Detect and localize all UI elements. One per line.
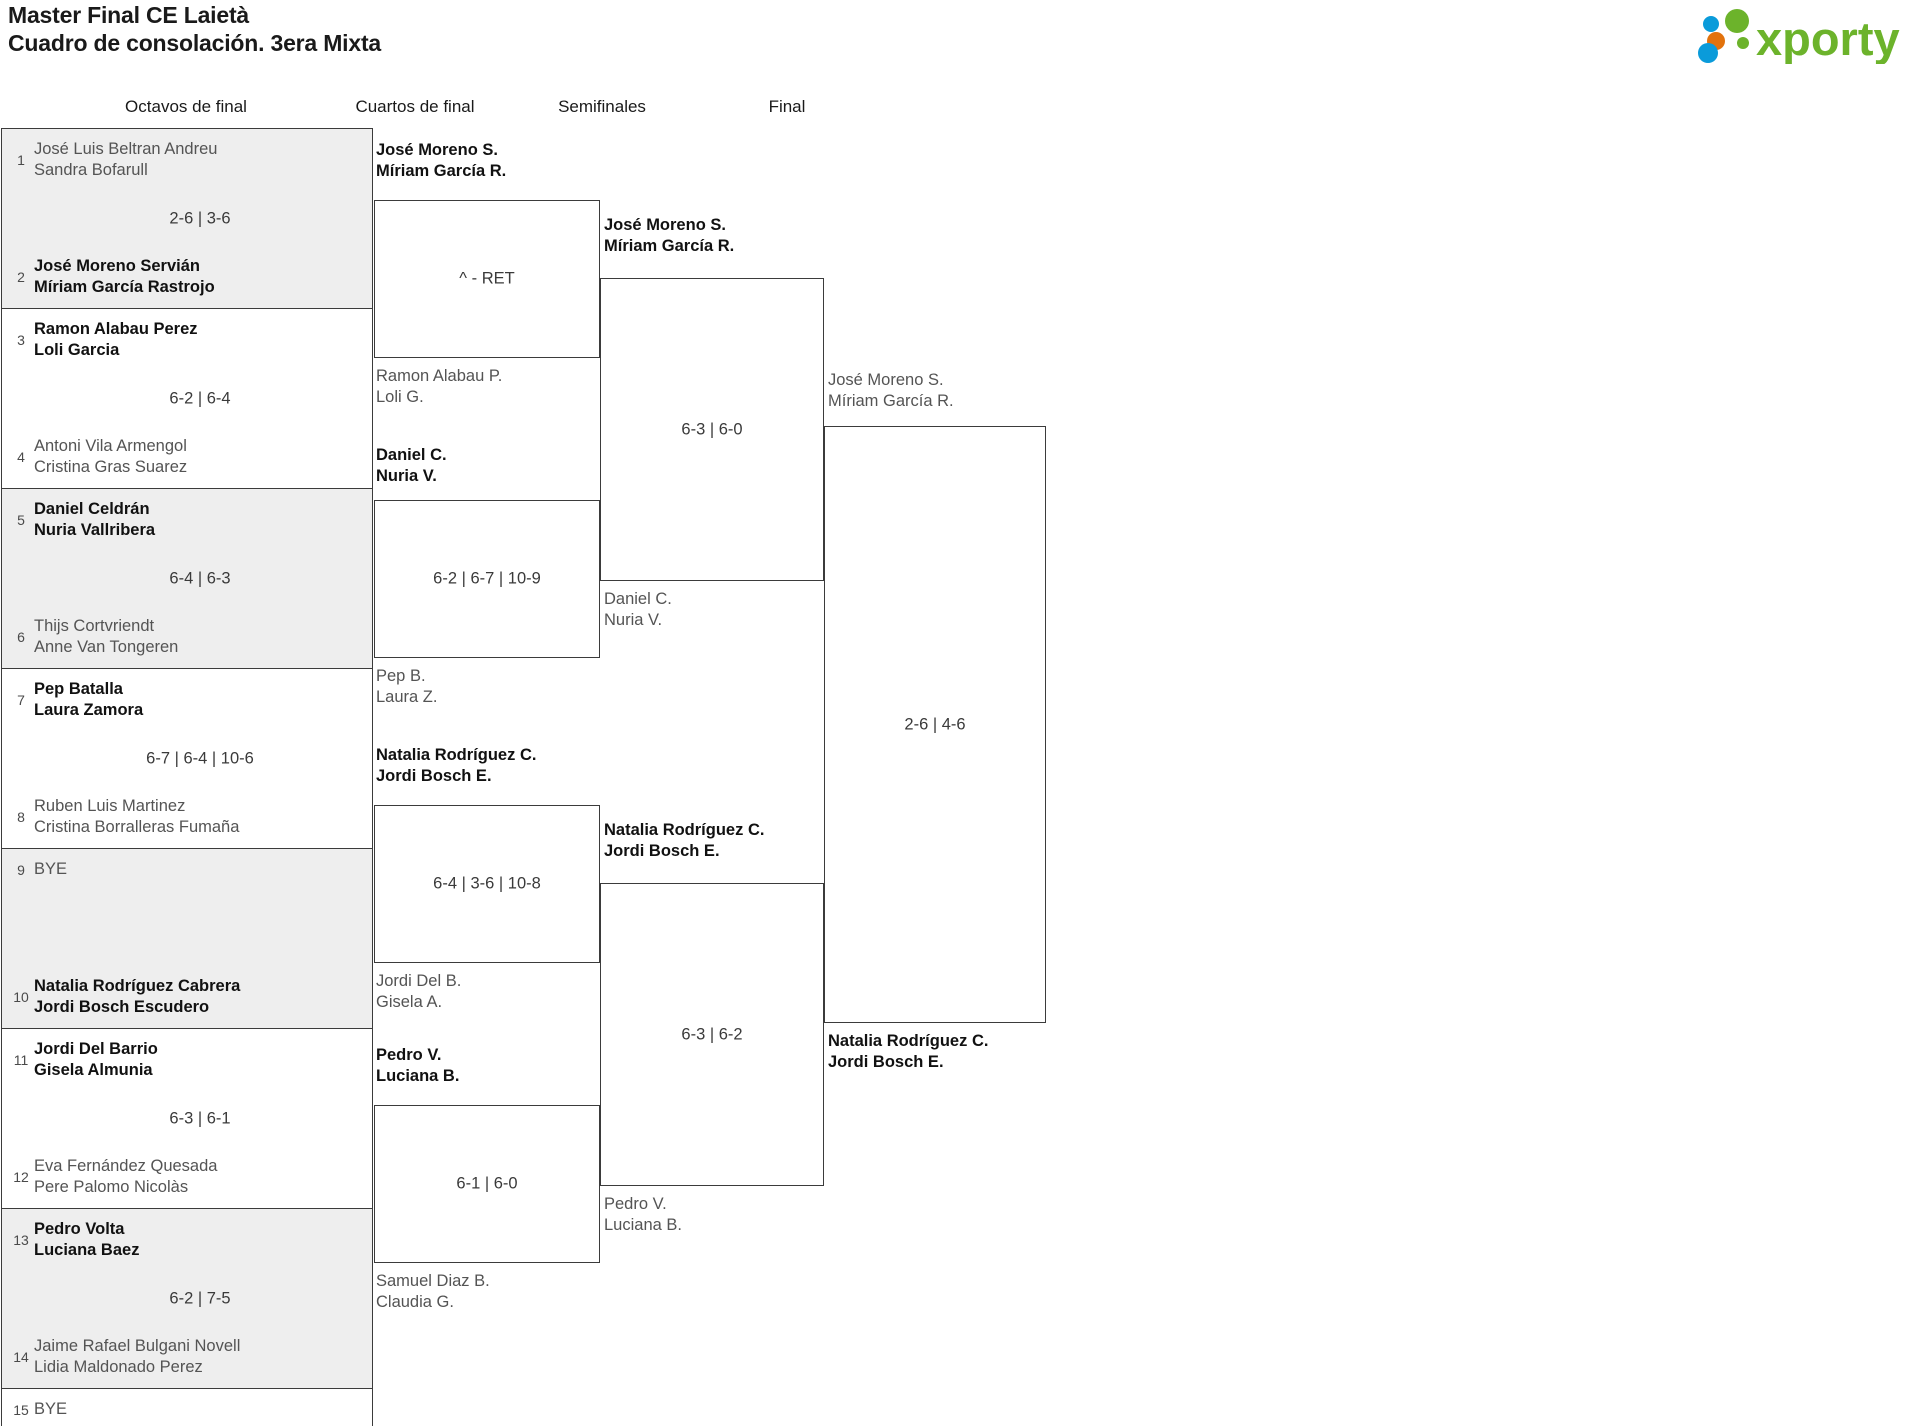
page-title: Master Final CE Laietà Cuadro de consola… xyxy=(8,2,382,56)
team-names: Jaime Rafael Bulgani Novell Lidia Maldon… xyxy=(34,1336,241,1376)
round1-match[interactable]: 1 José Luis Beltran Andreu Sandra Bofarul… xyxy=(2,129,372,309)
team-names: Ramon Alabau Perez Loli Garcia xyxy=(34,320,198,360)
team-names: Eva Fernández Quesada Pere Palomo Nicolà… xyxy=(34,1156,218,1196)
round1-match[interactable]: 7 Pep Batalla Laura Zamora 6-7 | 6-4 | 10-… xyxy=(2,669,372,849)
bracket-connector-box: ^ - RET xyxy=(374,200,600,358)
match-team-bottom[interactable]: 12 Eva Fernández Quesada Pere Palomo Nico… xyxy=(2,1156,372,1198)
match-score: 6-2 | 6-4 xyxy=(169,389,231,407)
round3-team-bottom: Pedro V. Luciana B. xyxy=(604,1195,682,1235)
seed-number: 11 xyxy=(13,1052,29,1069)
xporty-logo: xporty xyxy=(1680,8,1902,64)
round1-match[interactable]: 3 Ramon Alabau Perez Loli Garcia 6-2 | 6-4… xyxy=(2,309,372,489)
seed-number: 2 xyxy=(17,268,25,285)
team-names: Natalia Rodríguez Cabrera Jordi Bosch Es… xyxy=(34,976,241,1016)
match-team-top[interactable]: 5 Daniel Celdrán Nuria Vallribera xyxy=(2,499,372,541)
match-score: 6-3 | 6-0 xyxy=(681,420,743,438)
round1-column: 1 José Luis Beltran Andreu Sandra Bofarul… xyxy=(1,128,373,1426)
team-names: Daniel Celdrán Nuria Vallribera xyxy=(34,500,156,540)
seed-number: 1 xyxy=(17,152,25,169)
team-names: Jordi Del Barrio Gisela Almunia xyxy=(34,1040,158,1080)
round2-team-bottom: Samuel Diaz B. Claudia G. xyxy=(376,1272,490,1312)
seed-number: 12 xyxy=(13,1168,29,1185)
final-team-bottom: Natalia Rodríguez C. Jordi Bosch E. xyxy=(828,1032,989,1072)
match-team-top[interactable]: 1 José Luis Beltran Andreu Sandra Bofarul… xyxy=(2,139,372,181)
match-score: 6-2 | 6-7 | 10-9 xyxy=(433,569,541,588)
team-names: José Moreno Servián Míriam García Rastro… xyxy=(34,256,215,296)
match-score: 6-7 | 6-4 | 10-6 xyxy=(146,749,254,767)
team-names: Pep Batalla Laura Zamora xyxy=(34,680,144,720)
round3-team-bottom: Daniel C. Nuria V. xyxy=(604,590,672,630)
round2-team-top: Daniel C. Nuria V. xyxy=(376,446,447,486)
bracket-connector-box: 6-2 | 6-7 | 10-9 xyxy=(374,500,600,658)
match-score: 2-6 | 4-6 xyxy=(904,715,966,733)
bracket-connector-box: 6-3 | 6-0 xyxy=(600,278,824,581)
seed-number: 5 xyxy=(17,512,25,529)
match-score: 2-6 | 3-6 xyxy=(169,209,231,227)
team-names: Antoni Vila Armengol Cristina Gras Suare… xyxy=(34,436,188,476)
round2-team-bottom: Jordi Del B. Gisela A. xyxy=(376,972,462,1012)
team-names: Ruben Luis Martinez Cristina Borralleras… xyxy=(34,796,240,836)
match-score: ^ - RET xyxy=(459,269,515,288)
seed-number: 7 xyxy=(17,692,25,709)
seed-number: 3 xyxy=(17,332,25,349)
round-heading-semifinales: Semifinales xyxy=(558,97,646,116)
match-team-bottom[interactable]: 6 Thijs Cortvriendt Anne Van Tongeren xyxy=(2,616,372,658)
match-team-top[interactable]: 15 BYE xyxy=(2,1399,372,1420)
match-team-top[interactable]: 13 Pedro Volta Luciana Baez xyxy=(2,1219,372,1261)
round2-team-bottom: Ramon Alabau P. Loli G. xyxy=(376,367,503,407)
match-team-bottom[interactable]: 10 Natalia Rodríguez Cabrera Jordi Bosch … xyxy=(2,976,372,1018)
round1-match[interactable]: 11 Jordi Del Barrio Gisela Almunia 6-3 | 6… xyxy=(2,1029,372,1209)
round2-team-top: Natalia Rodríguez C. Jordi Bosch E. xyxy=(376,746,537,786)
team-names: Thijs Cortvriendt Anne Van Tongeren xyxy=(34,616,179,656)
match-team-bottom[interactable]: 8 Ruben Luis Martinez Cristina Borrallera… xyxy=(2,796,372,838)
seed-number: 13 xyxy=(13,1232,29,1249)
match-team-top[interactable]: 3 Ramon Alabau Perez Loli Garcia xyxy=(2,319,372,361)
round2-team-bottom: Pep B. Laura Z. xyxy=(376,667,438,707)
final-team-top: José Moreno S. Míriam García R. xyxy=(828,371,954,411)
seed-number: 9 xyxy=(17,861,25,878)
bracket-connector-box: 2-6 | 4-6 xyxy=(824,426,1046,1023)
round-heading-cuartos: Cuartos de final xyxy=(355,97,475,116)
bracket-connector-box: 6-1 | 6-0 xyxy=(374,1105,600,1263)
match-score: 6-3 | 6-1 xyxy=(169,1109,231,1127)
match-team-top[interactable]: 11 Jordi Del Barrio Gisela Almunia xyxy=(2,1039,372,1081)
match-score: 6-2 | 7-5 xyxy=(169,1289,231,1307)
match-score: 6-3 | 6-2 xyxy=(681,1025,743,1043)
team-names: BYE xyxy=(34,860,68,878)
round1-match[interactable]: 9 BYE 10 Natalia Rodríguez Cabrera Jordi Bo… xyxy=(2,849,372,1029)
round3-team-top: José Moreno S. Míriam García R. xyxy=(604,216,735,256)
match-score: 6-1 | 6-0 xyxy=(456,1174,518,1193)
round1-match[interactable]: 5 Daniel Celdrán Nuria Vallribera 6-4 | 6-… xyxy=(2,489,372,669)
match-team-top[interactable]: 7 Pep Batalla Laura Zamora xyxy=(2,679,372,721)
match-team-top[interactable]: 9 BYE xyxy=(2,859,372,880)
round1-match[interactable]: 13 Pedro Volta Luciana Baez 6-2 | 7-5 14 Jai… xyxy=(2,1209,372,1389)
round-heading-final: Final xyxy=(768,97,806,116)
round2-team-top: Pedro V. Luciana B. xyxy=(376,1046,460,1086)
seed-number: 14 xyxy=(13,1348,29,1365)
round-heading-octavos: Octavos de final xyxy=(125,97,247,116)
seed-number: 15 xyxy=(13,1401,29,1418)
match-score: 6-4 | 6-3 xyxy=(169,569,231,587)
match-team-bottom[interactable]: 14 Jaime Rafael Bulgani Novell Lidia Mald… xyxy=(2,1336,372,1378)
team-names: José Luis Beltran Andreu Sandra Bofarull xyxy=(34,140,218,180)
team-names: BYE xyxy=(34,1400,68,1418)
round3-team-top: Natalia Rodríguez C. Jordi Bosch E. xyxy=(604,821,765,861)
bracket-connector-box: 6-4 | 3-6 | 10-8 xyxy=(374,805,600,963)
match-team-bottom[interactable]: 2 José Moreno Servián Míriam García Rastr… xyxy=(2,256,372,298)
team-names: Pedro Volta Luciana Baez xyxy=(34,1220,140,1260)
round1-match[interactable]: 15BYE16Samuel Diaz Beltran Claudia Gimen… xyxy=(2,1389,372,1426)
match-score: 6-4 | 3-6 | 10-8 xyxy=(433,874,541,893)
seed-number: 8 xyxy=(17,808,25,825)
svg-text:xporty: xporty xyxy=(1756,12,1900,64)
bracket-connector-box: 6-3 | 6-2 xyxy=(600,883,824,1186)
seed-number: 4 xyxy=(17,448,25,465)
seed-number: 6 xyxy=(17,628,25,645)
match-team-bottom[interactable]: 4 Antoni Vila Armengol Cristina Gras Suar… xyxy=(2,436,372,478)
seed-number: 10 xyxy=(13,988,29,1005)
round2-team-top: José Moreno S. Míriam García R. xyxy=(376,141,507,181)
